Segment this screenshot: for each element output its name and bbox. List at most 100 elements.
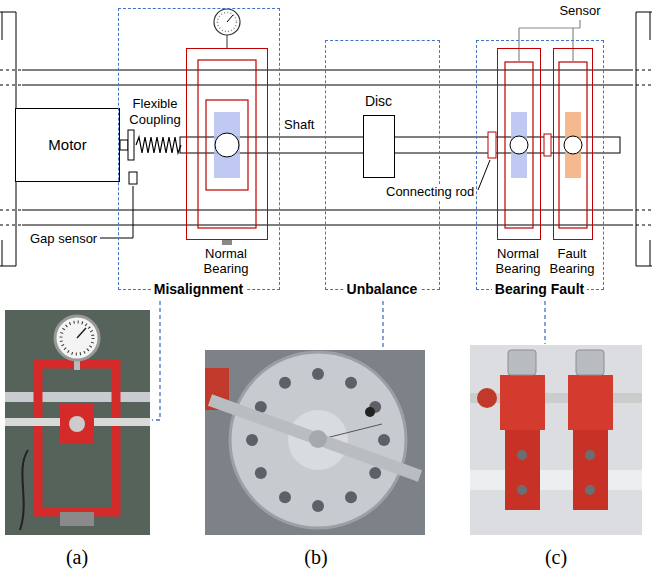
leader-line (478, 160, 490, 190)
sensor-wire (519, 20, 580, 62)
bearing-symbol (564, 136, 582, 154)
bearing-block (206, 100, 248, 190)
photo-bolt (585, 450, 595, 460)
disc-hole (279, 377, 291, 389)
photo-bearing-foot (505, 430, 540, 510)
connecting-rod-symbol (488, 132, 496, 158)
frame-bracket (636, 12, 652, 266)
region-heading: Unbalance (344, 281, 421, 297)
photo-disc-hub (288, 410, 348, 470)
panel-letter: (b) (304, 545, 327, 569)
disc-hole (369, 467, 381, 479)
photo-knob (477, 388, 497, 408)
frame-bracket (2, 12, 3, 266)
photo-leader (544, 301, 545, 344)
collar-symbol (544, 134, 551, 156)
fault-region: Normal BearingFault BearingBearing Fault (476, 40, 604, 290)
photo-bearing-block (568, 375, 613, 430)
part-label: Connecting rod (384, 184, 476, 200)
photo-bearing-foot (573, 430, 608, 510)
rail-end (0, 210, 22, 211)
photo-gauge-ticks (61, 322, 93, 354)
disc-hole (345, 377, 357, 389)
panel-letter: (a) (66, 545, 88, 569)
adjust-screw (222, 240, 232, 245)
node-label: Disc (365, 93, 392, 109)
coupling-spring (136, 137, 181, 153)
photo-hub (309, 430, 327, 448)
fault-region: DiscUnbalance (325, 40, 440, 290)
photo-block (60, 404, 94, 444)
bearing-label: Normal Bearing (194, 247, 258, 277)
rail-end (0, 225, 22, 226)
photo-rail (470, 470, 642, 490)
photo-background (205, 350, 425, 535)
frame-bracket (0, 12, 16, 266)
coupling-hub (128, 130, 134, 160)
part-label: Flexible Coupling (120, 96, 190, 128)
bearing-housing (505, 62, 533, 228)
bearing-frame: Fault Bearing (553, 48, 593, 240)
part-label: Gap sensor (30, 231, 97, 247)
dial-gauge (214, 9, 240, 35)
sensor-label: Sensor (559, 3, 600, 19)
disc-hole (345, 491, 357, 503)
disc-hole (255, 467, 267, 479)
photo-leader (152, 301, 160, 420)
photo-sensor (576, 350, 604, 375)
photo-bolt (517, 485, 527, 495)
fault-highlight (565, 112, 581, 178)
frame-bracket (650, 12, 651, 266)
bearing-symbol (510, 136, 528, 154)
rail-end (0, 70, 22, 71)
photo-bolt (517, 450, 527, 460)
photo-frame (38, 364, 116, 512)
photo-leader (382, 301, 383, 349)
gap-sensor-symbol (129, 172, 137, 184)
photo-background (470, 345, 642, 535)
bearing-housing (559, 62, 587, 228)
leader-line (100, 186, 133, 238)
region-heading: Misalignment (151, 281, 246, 297)
shaft-body (180, 137, 620, 153)
panel-letter: (c) (545, 545, 567, 569)
photo-needle (77, 328, 86, 338)
bearing-housing (198, 60, 256, 228)
photo-base (60, 512, 94, 526)
rail-line (22, 85, 630, 86)
bearing-label: Normal Bearing (492, 247, 544, 277)
bearing-frame: Normal Bearing (497, 48, 541, 240)
photo-bolt (585, 485, 595, 495)
disc-hole (246, 434, 258, 446)
photo-rail (5, 392, 150, 402)
fault-region: Normal BearingMisalignment (118, 8, 280, 290)
disc-hole (312, 368, 324, 380)
part-label: Shaft (284, 117, 314, 133)
disc-hole (378, 434, 390, 446)
bearing-label: Fault Bearing (546, 247, 598, 277)
disc-hole (279, 491, 291, 503)
photo-bearing-block (500, 375, 545, 430)
rail-line (22, 210, 630, 211)
dial-ticks (218, 13, 237, 32)
rail-end (630, 85, 652, 86)
bearing-symbol (215, 133, 239, 157)
rail-end (630, 210, 652, 211)
bearing-frame: Normal Bearing (186, 48, 268, 240)
photo-background (5, 310, 150, 535)
photo-shaft (210, 400, 420, 476)
photo-bearing (69, 416, 85, 432)
rail-line (22, 70, 630, 71)
photo-wire (20, 450, 28, 530)
dial-stem (227, 35, 228, 48)
motor-stub (120, 140, 128, 150)
rail-end (0, 85, 22, 86)
bearing-highlight (214, 112, 240, 178)
dial-needle (227, 15, 233, 22)
disc-hole (312, 500, 324, 512)
rail-line (22, 225, 630, 226)
disc-box: Disc (363, 115, 395, 178)
photo-disc (230, 352, 406, 528)
node-label: Motor (48, 136, 86, 153)
